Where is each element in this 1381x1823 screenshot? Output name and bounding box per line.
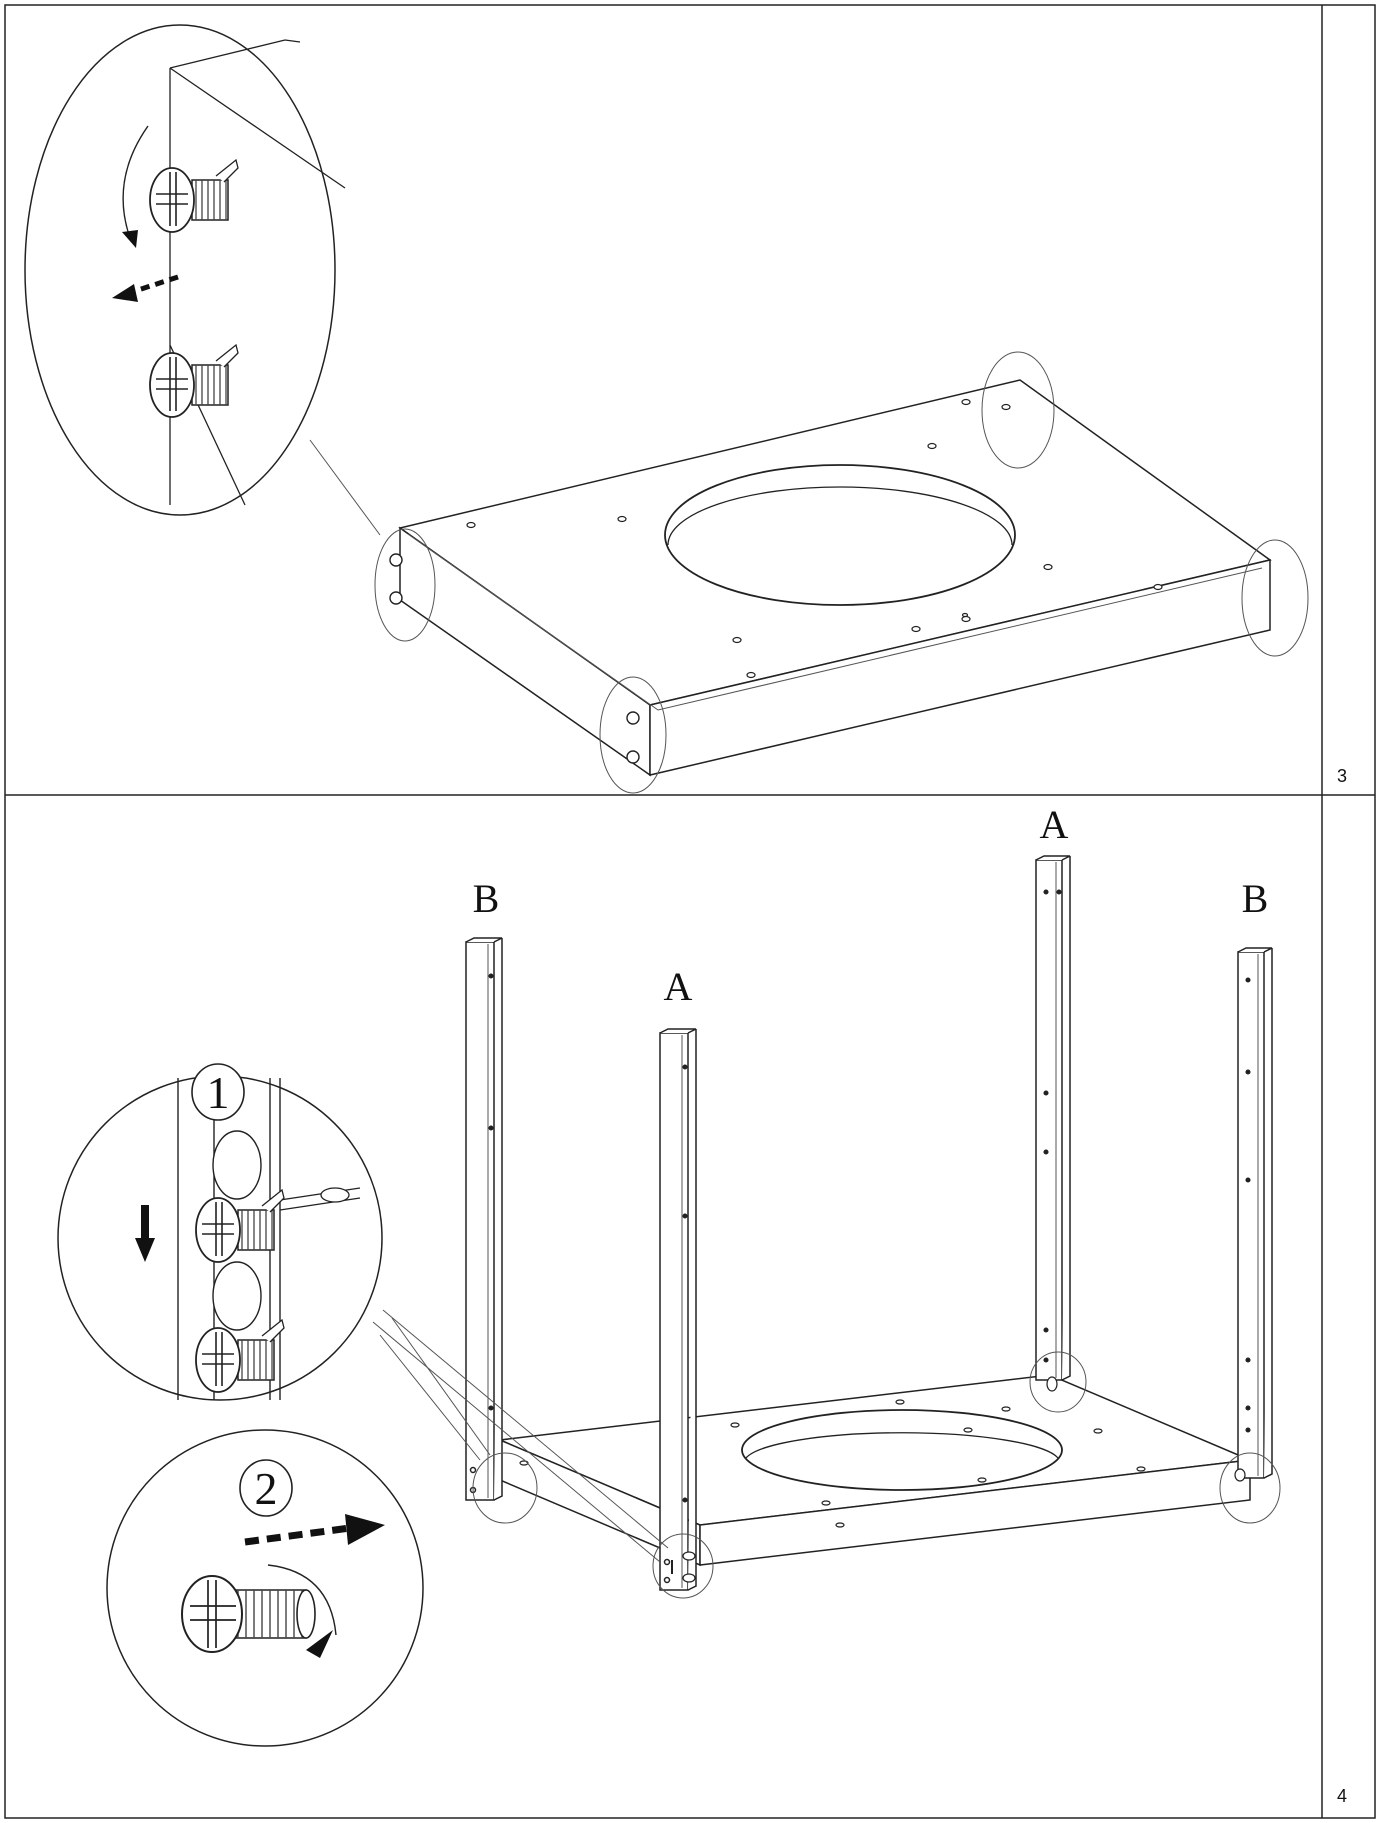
- leg-back-right-a: [1035, 855, 1071, 1381]
- down-arrow-icon: [135, 1205, 155, 1262]
- mounting-holes: [466, 398, 1163, 679]
- magnifier-detail-1: 1: [57, 1063, 383, 1401]
- leg-label: A: [664, 964, 693, 1009]
- leg-front-left-a: [659, 1028, 697, 1591]
- corner-bolt-detail: [671, 1376, 1246, 1583]
- dashed-arrow-icon: [131, 274, 179, 295]
- leader-line: [309, 439, 381, 536]
- callout-number-2: 2: [255, 1463, 278, 1514]
- page-frame: [4, 4, 1376, 1819]
- corner-bolts: [389, 553, 640, 764]
- round-opening-step4: [741, 1409, 1063, 1491]
- detail-circles-step4: [472, 1351, 1281, 1599]
- leg-label: B: [1242, 876, 1269, 921]
- leader-lines-step4: [372, 1309, 669, 1563]
- step-number-4: 4: [1337, 1786, 1347, 1806]
- magnifier-detail-2: 2: [106, 1429, 424, 1747]
- step-3-panel: [24, 24, 1309, 794]
- step-number-3: 3: [1337, 766, 1347, 786]
- leg-back-left-b: [465, 937, 503, 1501]
- leg-front-right-b: [1237, 947, 1273, 1479]
- leg-label: A: [1040, 802, 1069, 847]
- step-4-panel: B A A B: [57, 802, 1281, 1747]
- round-opening: [664, 464, 1016, 606]
- leg-label: B: [473, 876, 500, 921]
- callout-number-1: 1: [207, 1067, 230, 1118]
- rotate-arrow-icon: [122, 125, 149, 239]
- dashed-arrow-icon: [244, 1524, 351, 1546]
- detail-circles: [374, 351, 1309, 794]
- magnifier-detail-step3: [24, 24, 346, 516]
- rotate-arrow-icon: [267, 1564, 337, 1636]
